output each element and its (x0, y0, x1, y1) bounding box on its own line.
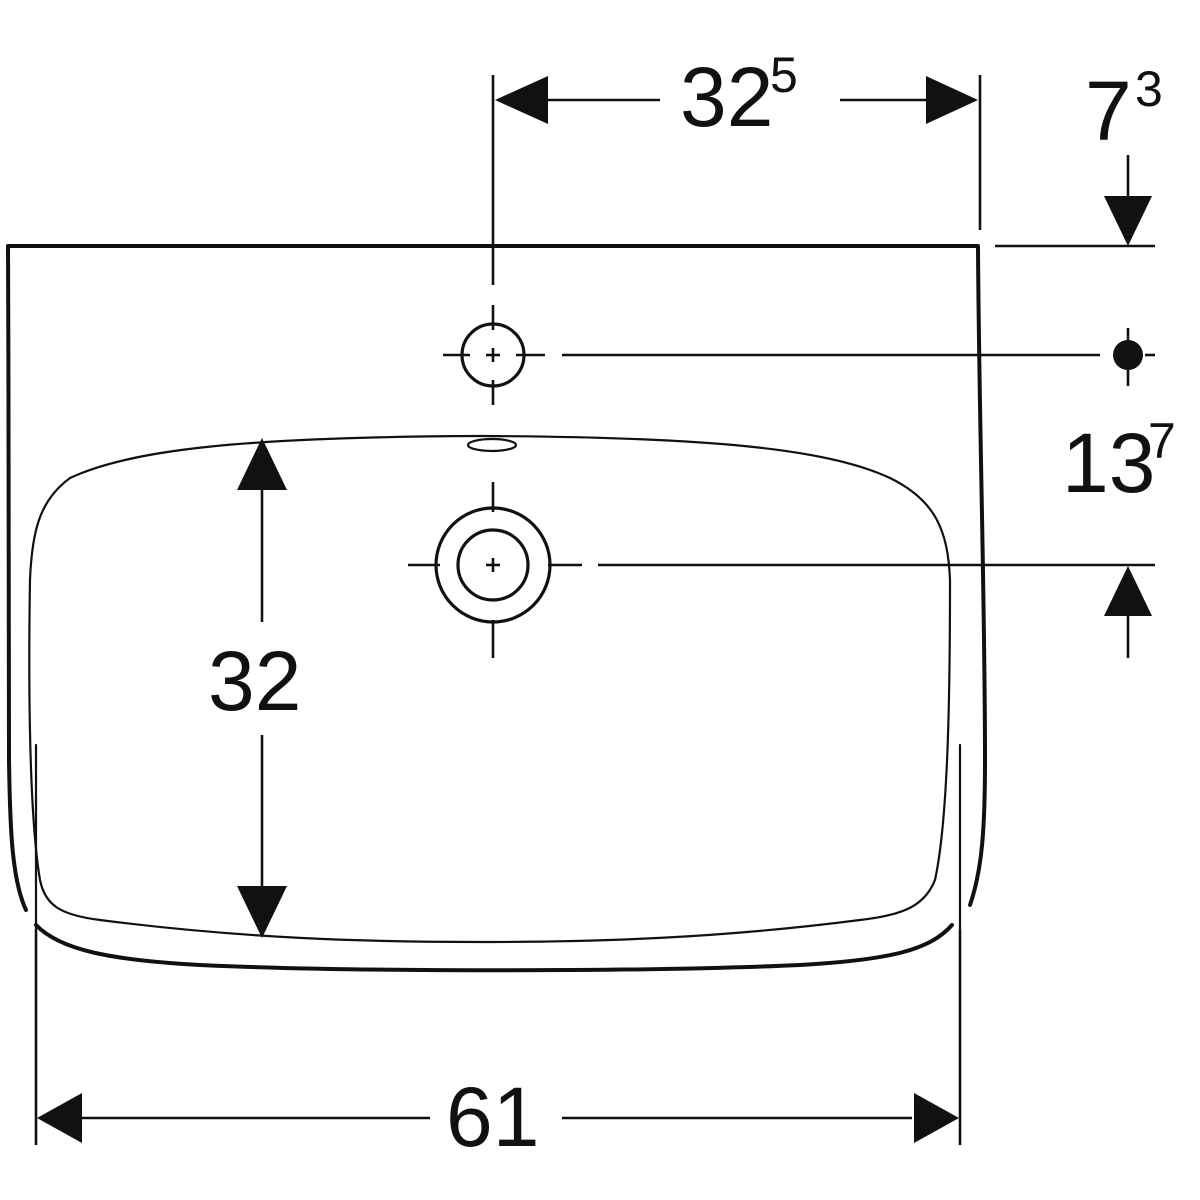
dimension-overall-width: 61 (34, 930, 962, 1164)
dimension-superscript-hole-spacing: 7 (1148, 413, 1176, 469)
dimension-bowl-depth: 32 (208, 438, 301, 938)
dimension-label-hole-spacing: 13 (1062, 416, 1155, 510)
dimension-label-rim-height: 7 (1085, 64, 1132, 158)
overflow-slot (466, 437, 518, 453)
tap-hole (443, 305, 545, 405)
dimension-rim-height: 7 3 (995, 61, 1163, 248)
dimension-label-tap-hole-to-wall: 32 (680, 50, 773, 144)
dimension-hole-spacing: 13 7 (562, 328, 1176, 658)
bowl-inner-outline (28, 434, 952, 944)
dimension-label-overall-width: 61 (446, 1070, 539, 1164)
dimension-label-bowl-depth: 32 (208, 634, 301, 728)
basin-outer-outline (6, 244, 987, 912)
dimension-tap-hole-to-wall: 32 5 (491, 47, 982, 285)
dimension-superscript-rim-height: 3 (1135, 61, 1163, 117)
basin-front-edge (34, 923, 954, 973)
drain-hole (408, 482, 582, 658)
dimension-superscript-tap-hole-to-wall: 5 (770, 47, 798, 103)
